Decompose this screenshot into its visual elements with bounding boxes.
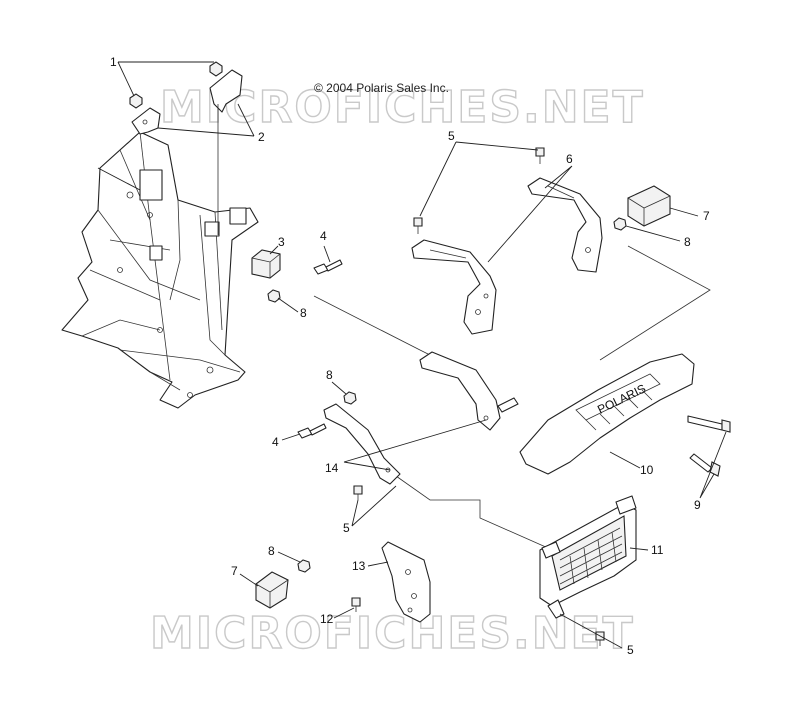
- callout-5-bottom: 5: [627, 643, 634, 657]
- part-14-bracket-upper: [419, 351, 501, 431]
- part-6-bracket-left: [411, 239, 497, 335]
- part-8-nut-center: [343, 391, 357, 405]
- leader-5-center: [351, 485, 397, 527]
- part-1-fastener-right: [209, 61, 223, 77]
- callout-3: 3: [278, 235, 285, 249]
- part-12-fastener: [351, 597, 361, 612]
- leader-4-upper: [323, 245, 331, 263]
- callout-2: 2: [258, 130, 265, 144]
- leader-8-center: [331, 381, 347, 395]
- callout-1: 1: [110, 55, 117, 69]
- part-5-fastener-c: [353, 485, 363, 500]
- callout-8-left: 8: [300, 306, 307, 320]
- leader-12: [333, 607, 355, 619]
- leader-8-lower: [277, 551, 301, 563]
- callout-5-center: 5: [343, 521, 350, 535]
- callout-10: 10: [640, 463, 654, 477]
- leader-8-left: [277, 297, 299, 313]
- part-10-grille: POLARIS: [519, 353, 695, 475]
- leader-5-top: [419, 141, 539, 217]
- frame-assembly: [61, 131, 259, 409]
- leader-5-bottom: [559, 613, 623, 649]
- harness-line-upper: [599, 245, 711, 361]
- callout-12: 12: [320, 612, 334, 626]
- leader-6: [487, 165, 573, 263]
- callout-7-upper: 7: [703, 209, 710, 223]
- part-8-nut-upper: [613, 217, 627, 231]
- part-bolt-bracket: [497, 397, 519, 413]
- leader-3: [269, 245, 279, 255]
- part-6-bracket-right: [527, 177, 603, 273]
- callout-13: 13: [352, 559, 366, 573]
- frame-leader: [97, 167, 141, 191]
- leader-9: [699, 431, 727, 499]
- callout-7-lower: 7: [231, 564, 238, 578]
- leader-8-upper: [625, 225, 681, 242]
- callout-9: 9: [694, 498, 701, 512]
- part-4-bolt-upper: [313, 259, 343, 275]
- leader-13: [367, 561, 389, 567]
- part-7-module-lower: [255, 571, 289, 609]
- part-9-bolt-a: [687, 415, 731, 433]
- part-9-bolt-b: [689, 453, 721, 477]
- watermark-bottom: MICROFICHES.NET: [150, 608, 635, 659]
- callout-4-upper: 4: [320, 229, 327, 243]
- callout-8-center: 8: [326, 368, 333, 382]
- callout-8-lower: 8: [268, 544, 275, 558]
- part-13-bracket: [381, 541, 431, 623]
- part-8-nut-left: [267, 289, 281, 303]
- part-4-bolt-lower: [297, 423, 327, 439]
- part-5-fastener-b: [535, 147, 545, 164]
- leader-11: [629, 547, 649, 551]
- callout-14: 14: [325, 461, 339, 475]
- leader-7-upper: [669, 207, 699, 217]
- leader-1: [117, 61, 214, 97]
- part-5-fastener-a: [413, 217, 423, 234]
- part-7-module-upper: [627, 185, 671, 227]
- leader-10: [609, 451, 641, 469]
- harness-line-lower: [395, 475, 549, 549]
- callout-6: 6: [566, 152, 573, 166]
- callout-11: 11: [651, 543, 664, 557]
- callout-8-upper: 8: [684, 235, 691, 249]
- leader-14: [343, 419, 487, 471]
- part-2-bracket-left: [131, 107, 161, 135]
- part-11-screen: [539, 495, 637, 619]
- leader-4-lower: [281, 433, 301, 441]
- leader-7-lower: [239, 573, 259, 587]
- part-1-fastener-left: [129, 93, 143, 109]
- callout-5-top: 5: [448, 129, 455, 143]
- callout-4-lower: 4: [272, 435, 279, 449]
- part-2-bracket-right: [209, 69, 243, 235]
- part-8-nut-lower: [297, 559, 311, 573]
- leader-2: [157, 103, 255, 137]
- copyright-text: © 2004 Polaris Sales Inc.: [314, 81, 449, 95]
- harness-line-middle: [313, 295, 441, 361]
- part-3-block: [251, 249, 281, 279]
